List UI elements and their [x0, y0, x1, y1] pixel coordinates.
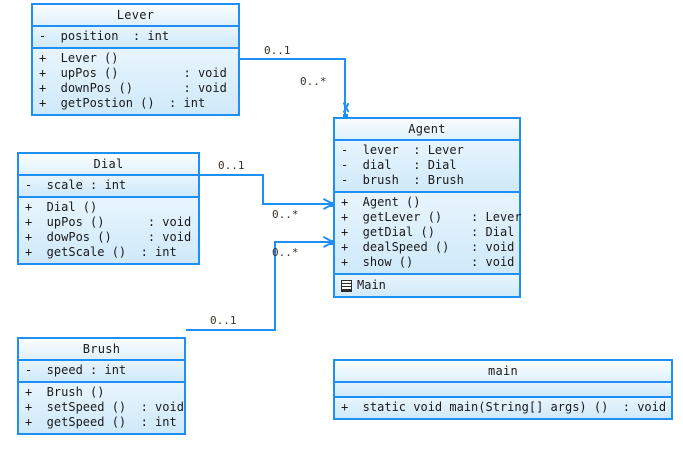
method-row: + Dial () [25, 200, 98, 214]
attribute-row: - speed : int [25, 363, 127, 377]
attributes-compartment-lever: - position : int [33, 27, 238, 49]
multiplicity-dial-target: 0..* [272, 208, 299, 221]
class-box-brush[interactable]: Brush - speed : int + Brush () + setSpee… [17, 337, 186, 435]
edge-lever-agent-seg2 [239, 58, 346, 60]
arrow-endpoint-dial-agent [329, 202, 334, 207]
arrow-endpoint-brush-agent [329, 240, 334, 245]
methods-compartment-main: + static void main(String[] args) () : v… [335, 398, 671, 418]
attributes-compartment-dial: - scale : int [19, 176, 198, 198]
class-name-lever: Lever [33, 5, 238, 27]
attribute-row: - lever : Lever [341, 143, 464, 157]
multiplicity-lever-target: 0..* [300, 75, 327, 88]
attribute-row: - position : int [39, 29, 170, 43]
method-row: + Brush () [25, 385, 105, 399]
class-name-brush: Brush [19, 339, 184, 361]
methods-compartment-lever: + Lever () + upPos () : void + downPos (… [33, 49, 238, 114]
multiplicity-brush-target: 0..* [272, 246, 299, 259]
multiplicity-brush-source: 0..1 [210, 314, 237, 327]
edge-dial-agent-seg1 [200, 174, 264, 176]
method-row: + Lever () [39, 51, 119, 65]
multiplicity-dial-source: 0..1 [218, 159, 245, 172]
attribute-row: - scale : int [25, 178, 127, 192]
edge-dial-agent-seg2 [262, 174, 264, 204]
class-box-main[interactable]: main + static void main(String[] args) (… [333, 359, 673, 420]
method-row: + upPos () : void [39, 66, 227, 80]
method-row: + setSpeed () : void [25, 400, 184, 414]
method-row: + dowPos () : void [25, 230, 192, 244]
attributes-compartment-main [335, 383, 671, 398]
method-row: + static void main(String[] args) () : v… [341, 400, 667, 414]
method-row: + getScale () : int [25, 245, 177, 259]
edge-brush-agent-seg1 [186, 329, 276, 331]
method-row: + getSpeed () : int [25, 415, 177, 429]
method-row: + show () : void [341, 255, 515, 269]
method-row: + upPos () : void [25, 215, 192, 229]
class-name-agent: Agent [335, 119, 519, 141]
method-row: + getDial () : Dial [341, 225, 515, 239]
attribute-row: - dial : Dial [341, 158, 457, 172]
edge-brush-agent-seg3 [274, 241, 332, 243]
attribute-row: - brush : Brush [341, 173, 464, 187]
class-box-agent[interactable]: Agent - lever : Lever - dial : Dial - br… [333, 117, 522, 298]
edge-lever-agent-seg3 [344, 58, 346, 116]
class-box-dial[interactable]: Dial - scale : int + Dial () + upPos () … [17, 152, 200, 265]
attributes-compartment-brush: - speed : int [19, 361, 184, 383]
methods-compartment-brush: + Brush () + setSpeed () : void + getSpe… [19, 383, 184, 433]
attributes-compartment-agent: - lever : Lever - dial : Dial - brush : … [335, 141, 519, 193]
class-name-dial: Dial [19, 154, 198, 176]
class-name-main: main [335, 361, 671, 383]
multiplicity-lever-source: 0..1 [264, 44, 291, 57]
method-row: + getLever () : Lever [341, 210, 522, 224]
method-row: + dealSpeed () : void [341, 240, 515, 254]
methods-compartment-agent: + Agent () + getLever () : Lever + getDi… [335, 193, 522, 275]
nested-class-main[interactable]: Main [335, 275, 519, 296]
arrow-endpoint-lever-agent [343, 114, 348, 119]
class-icon [341, 279, 352, 292]
method-row: + Agent () [341, 195, 421, 209]
method-row: + downPos () : void [39, 81, 227, 95]
edge-dial-agent-seg3 [262, 203, 332, 205]
method-row: + getPostion () : int [39, 96, 206, 110]
methods-compartment-dial: + Dial () + upPos () : void + dowPos () … [19, 198, 198, 263]
class-box-lever[interactable]: Lever - position : int + Lever () + upPo… [31, 3, 240, 116]
nested-class-label: Main [357, 278, 386, 292]
edge-brush-agent-seg2 [274, 241, 276, 331]
